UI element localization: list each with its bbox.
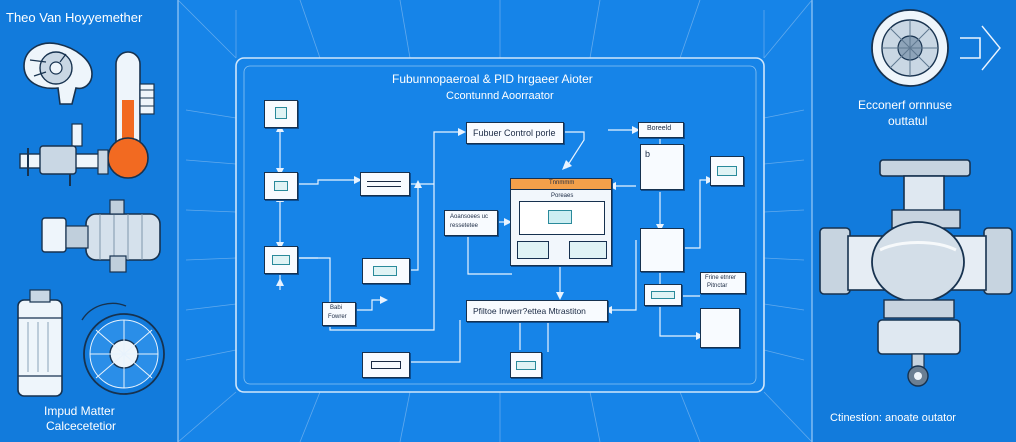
valve-illustration (19, 123, 109, 186)
diagram-subtitle: Ccontunnd Aoorraator (446, 90, 554, 102)
control-node: Fubuer Control porle (466, 122, 564, 144)
flow-meter-illustration (871, 9, 1001, 87)
right-node: Frine etnrer Pitnctar (700, 272, 746, 294)
central-controller-title: Tnnmmm (549, 180, 575, 186)
left-node-label-line1: Aoansoees uc (450, 214, 489, 220)
node-b-label: b (645, 149, 651, 159)
sensor-node (264, 100, 298, 128)
fan-gauge-illustration (81, 302, 165, 395)
output-node (264, 246, 298, 274)
small-display-node-icon (651, 291, 675, 299)
bottom-mid-node-icon (516, 361, 536, 370)
pressure-cylinder-illustration (17, 289, 63, 397)
small-display-node (644, 284, 682, 306)
input-node-icon (274, 181, 288, 191)
diagram-connectors (279, 128, 710, 363)
left-panel-caption-line1: Impud Matter (44, 404, 115, 418)
right-top-node-label: Boreeld (647, 125, 672, 132)
process-node (640, 228, 684, 272)
central-controller-right-module (569, 241, 607, 259)
bottom-process-node: Pfiltoe Inwerr?ettea Mtrastiton (466, 300, 608, 322)
diagram-frame (235, 57, 765, 393)
right-sensor-node-icon (717, 166, 737, 176)
node-b: b (640, 144, 684, 190)
left-panel-caption-line2: Calcecetetior (46, 419, 117, 433)
output-node-icon (272, 255, 290, 265)
bottom-left-node-icon (371, 361, 401, 369)
left-panel-title: Theo Van Hoyyemether (6, 10, 143, 25)
right-sensor-node (710, 156, 744, 186)
small-node-label-line2: Fowrer (328, 314, 347, 320)
right-node-label-line2: Pitnctar (707, 283, 728, 289)
right-panel-caption-line2: outtatul (888, 114, 928, 128)
central-controller-display (548, 210, 572, 224)
thermometer-illustration (107, 51, 155, 179)
feedback-node (362, 258, 410, 284)
small-node-label-line1: Babi (330, 305, 343, 311)
central-controller: Tnnmmm Poreaes (510, 178, 612, 266)
right-panel-bottom-caption: Ctinestion: anoate outator (830, 412, 956, 424)
final-element-node (700, 308, 740, 348)
small-node: Babi Fowrer (322, 302, 356, 326)
right-panel-caption-line1: Ecconerf ornnuse (858, 98, 953, 112)
setpoint-node-lines (367, 181, 401, 187)
control-node-label: Fubuer Control porle (473, 128, 556, 138)
diagram-title: Fubunnopaeroal & PID hrgaeer Aioter (392, 72, 593, 86)
setpoint-node (360, 172, 410, 196)
input-node (264, 172, 298, 200)
large-valve-illustration (819, 159, 1013, 387)
bottom-mid-node (510, 352, 542, 378)
actuator-illustration (41, 199, 161, 273)
central-controller-left-module (517, 241, 549, 259)
feedback-node-icon (373, 266, 397, 276)
bottom-left-node (362, 352, 410, 378)
left-node: Aoansoees uc ressetetee (444, 210, 498, 236)
sensor-node-icon (275, 107, 287, 119)
perspective-grid (177, 0, 813, 442)
right-node-label-line1: Frine etnrer (705, 275, 737, 281)
right-top-node: Boreeld (638, 122, 684, 138)
central-controller-screen (519, 201, 605, 235)
central-controller-header (511, 179, 611, 190)
central-controller-subtitle: Poreaes (551, 193, 574, 199)
pump-illustration (23, 42, 93, 105)
left-node-label-line2: ressetetee (450, 223, 479, 229)
bottom-process-label: Pfiltoe Inwerr?ettea Mtrastiton (473, 306, 586, 316)
